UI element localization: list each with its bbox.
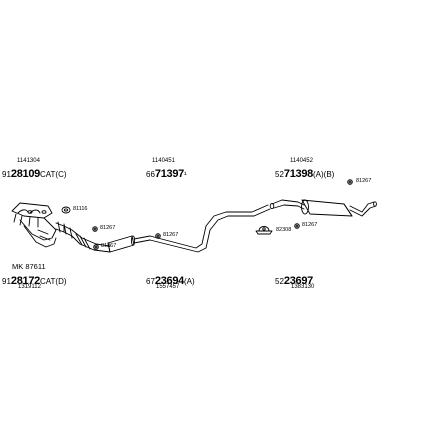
- mk-label: MK 87611: [12, 262, 46, 271]
- part-number-clamp-2: 81267: [101, 243, 117, 249]
- part-number-bottom-left-small: 1319112: [18, 284, 41, 290]
- part-number-top-left-small: 1141304: [17, 158, 40, 164]
- part-label-bottom-left: 9128172CAT(D): [2, 275, 67, 287]
- part-label-bottom-mid: 6723694(A): [146, 275, 195, 287]
- part-number-clamp-3: 81267: [163, 232, 179, 238]
- part-label-bottom-right: 5223697: [275, 275, 313, 287]
- part-number-bottom-mid-small: 1557457: [156, 284, 180, 290]
- part-label-top-right: 5271398(A)(B): [275, 168, 335, 180]
- front-pipe: [55, 221, 97, 251]
- clamp-icons: [92, 179, 353, 250]
- centre-silencer: [93, 235, 151, 253]
- part-number-clamp-5: 81267: [302, 222, 318, 228]
- part-label-top-left: 9128109CAT(C): [2, 168, 67, 180]
- part-number-gasket: 81116: [73, 206, 88, 212]
- manifold-catalyst: [11, 202, 57, 248]
- part-number-top-right-small: 1140452: [290, 158, 313, 164]
- hanger-icon: [255, 226, 273, 235]
- part-number-clamp-4: 81267: [356, 178, 372, 184]
- rear-silencer: [269, 199, 377, 217]
- intermediate-pipe: [149, 204, 271, 253]
- part-label-top-mid: 6671397¹: [146, 168, 187, 180]
- gasket-ring: [61, 206, 71, 214]
- part-number-hanger: 82308: [276, 227, 292, 233]
- part-number-bottom-right-small: 1383130: [291, 284, 315, 290]
- part-number-clamp-1: 81267: [100, 225, 116, 231]
- part-number-top-mid-small: 1140451: [152, 158, 175, 164]
